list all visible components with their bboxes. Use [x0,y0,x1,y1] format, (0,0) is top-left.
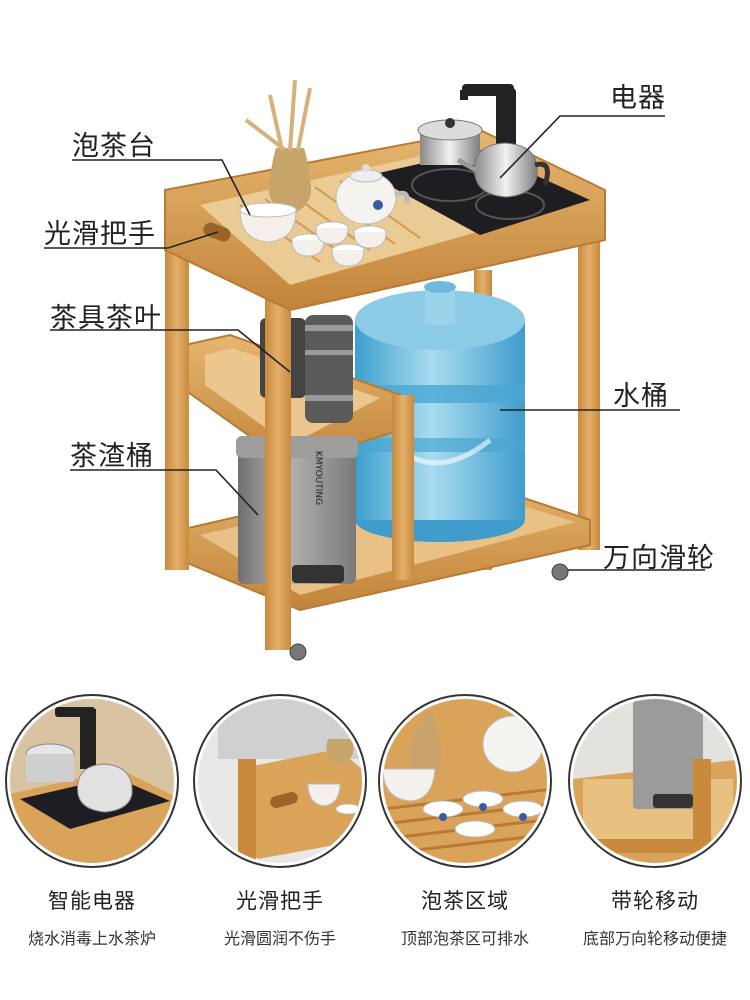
feature-desc: 顶部泡茶区可排水 [400,929,529,948]
feature-desc: 光滑圆润不伤手 [223,929,336,948]
water-pump [460,84,516,150]
back-post-far [578,210,600,550]
product-hero: KMYOUTING [44,79,715,661]
feature-title: 光滑把手 [236,889,324,913]
feature-title: 泡茶区域 [421,889,509,913]
tea-cart-illustration: KMYOUTING [44,79,705,661]
induction-kettle-icon [7,696,177,866]
divider-post [392,395,414,580]
feature-smooth-handle: 光滑把手 光滑圆润不伤手 [190,690,370,949]
callout-water-bucket: 水桶 [613,381,669,412]
feature-with-wheels: 带轮移动 底部万向轮移动便捷 [565,690,745,949]
callout-tea-platform: 泡茶台 [72,131,156,162]
callout-lines [44,115,705,571]
callout-appliance: 电器 [610,83,666,114]
feature-title: 智能电器 [48,889,136,913]
teapot-icon [380,696,550,866]
steel-kettle [417,118,483,165]
teacups [291,221,387,267]
feature-desc: 烧水消毒上水茶炉 [27,929,156,948]
tea-tool-vase [244,79,312,215]
fair-cup [239,202,297,243]
feature-row: 智能电器 烧水消毒上水茶炉 光滑把手 光滑圆润不伤手 [0,690,750,1000]
callout-teaware-tea: 茶具茶叶 [50,303,162,334]
feature-smart-appliance: 智能电器 烧水消毒上水茶炉 [2,690,182,949]
bin-brand-label: KMYOUTING [313,451,323,505]
teapot [335,164,410,225]
handle-icon [195,696,365,866]
callout-smooth-handle: 光滑把手 [44,219,156,250]
wheel-icon [570,696,740,866]
feature-tea-area: 泡茶区域 顶部泡茶区可排水 [375,690,555,949]
feature-desc: 底部万向轮移动便捷 [582,929,727,948]
callout-tea-waste-bin: 茶渣桶 [70,441,154,472]
callout-universal-wheel: 万向滑轮 [603,543,715,574]
universal-wheels [289,563,569,661]
feature-title: 带轮移动 [611,889,699,913]
